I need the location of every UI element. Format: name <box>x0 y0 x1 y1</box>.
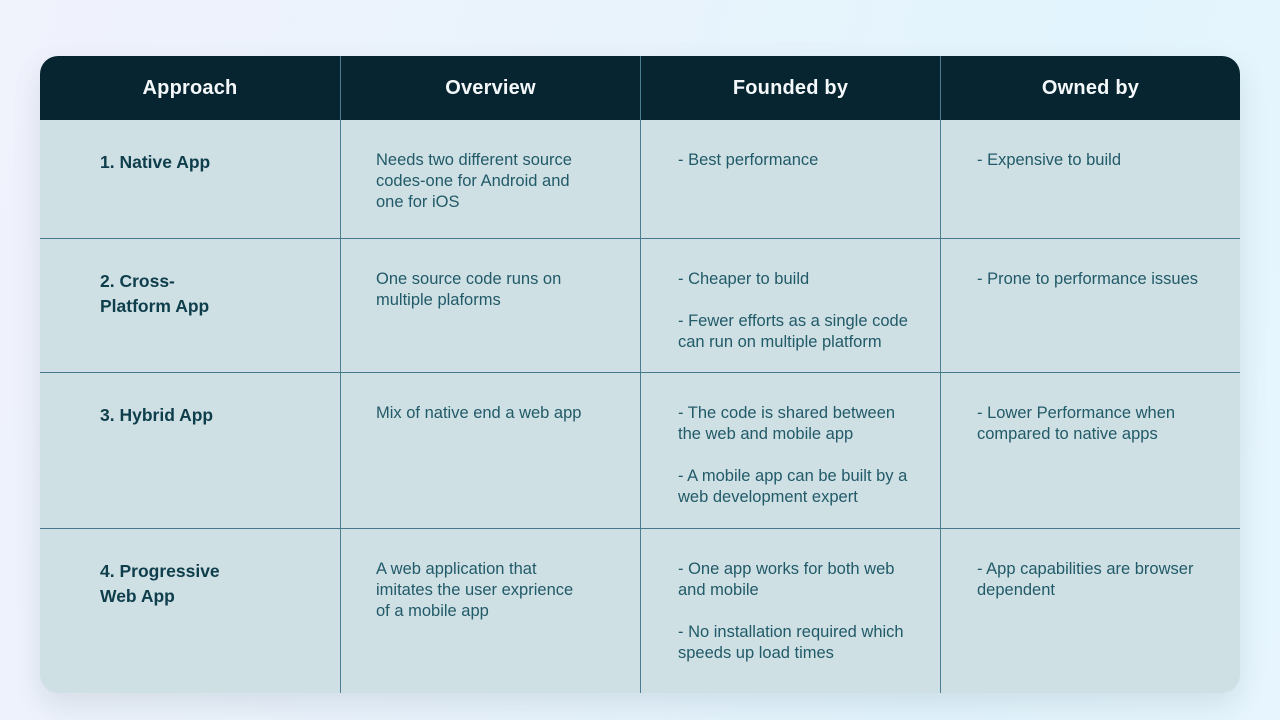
overview-text: Mix of native end a web app <box>376 404 582 422</box>
bullet-item: - A mobile app can be built by a web dev… <box>678 467 908 506</box>
cell-owned-by-progressive-web-app: - App capabilities are browser dependent <box>940 528 1240 693</box>
cell-owned-by-native-app: - Expensive to build <box>940 120 1240 238</box>
cell-approach-native-app: 1. Native App <box>40 120 340 238</box>
cell-overview-progressive-web-app: A web application that imitates the user… <box>340 528 640 693</box>
cell-approach-cross-platform-app: 2. Cross-Platform App <box>40 238 340 372</box>
bullet-item: - Best performance <box>678 151 819 169</box>
bullet-item: - No installation required which speeds … <box>678 623 904 662</box>
cell-approach-progressive-web-app: 4. Progressive Web App <box>40 528 340 693</box>
cell-owned-by-hybrid-app: - Lower Performance when compared to nat… <box>940 372 1240 528</box>
cell-overview-cross-platform-app: One source code runs on multiple plaform… <box>340 238 640 372</box>
bullet-item: - One app works for both web and mobile <box>678 560 895 599</box>
approach-label: 1. Native App <box>100 152 211 172</box>
header-cell-founded-by: Founded by <box>640 56 940 120</box>
cell-overview-native-app: Needs two different source codes-one for… <box>340 120 640 238</box>
bullet-item: - Lower Performance when compared to nat… <box>977 404 1176 443</box>
bullet-item: - The code is shared between the web and… <box>678 404 896 443</box>
cell-owned-by-cross-platform-app: - Prone to performance issues <box>940 238 1240 372</box>
overview-text: One source code runs on multiple plaform… <box>376 270 562 309</box>
approach-label: 4. Progressive Web App <box>100 561 220 606</box>
cell-approach-hybrid-app: 3. Hybrid App <box>40 372 340 528</box>
overview-text: Needs two different source codes-one for… <box>376 151 572 211</box>
bullet-item: - Prone to performance issues <box>977 270 1199 288</box>
cell-founded-by-progressive-web-app: - One app works for both web and mobile … <box>640 528 940 693</box>
cell-founded-by-cross-platform-app: - Cheaper to build - Fewer efforts as a … <box>640 238 940 372</box>
approach-label: 3. Hybrid App <box>100 405 214 425</box>
bullet-item: - Fewer efforts as a single code can run… <box>678 312 908 351</box>
approach-label: 2. Cross-Platform App <box>100 271 210 316</box>
bullet-item: - App capabilities are browser dependent <box>977 560 1194 599</box>
header-cell-overview: Overview <box>340 56 640 120</box>
header-cell-owned-by: Owned by <box>940 56 1240 120</box>
bullet-item: - Cheaper to build <box>678 270 810 288</box>
header-cell-approach: Approach <box>40 56 340 120</box>
cell-founded-by-hybrid-app: - The code is shared between the web and… <box>640 372 940 528</box>
cell-overview-hybrid-app: Mix of native end a web app <box>340 372 640 528</box>
overview-text: A web application that imitates the user… <box>376 560 574 620</box>
comparison-table: Approach Overview Founded by Owned by 1.… <box>40 56 1240 693</box>
bullet-item: - Expensive to build <box>977 151 1121 169</box>
cell-founded-by-native-app: - Best performance <box>640 120 940 238</box>
